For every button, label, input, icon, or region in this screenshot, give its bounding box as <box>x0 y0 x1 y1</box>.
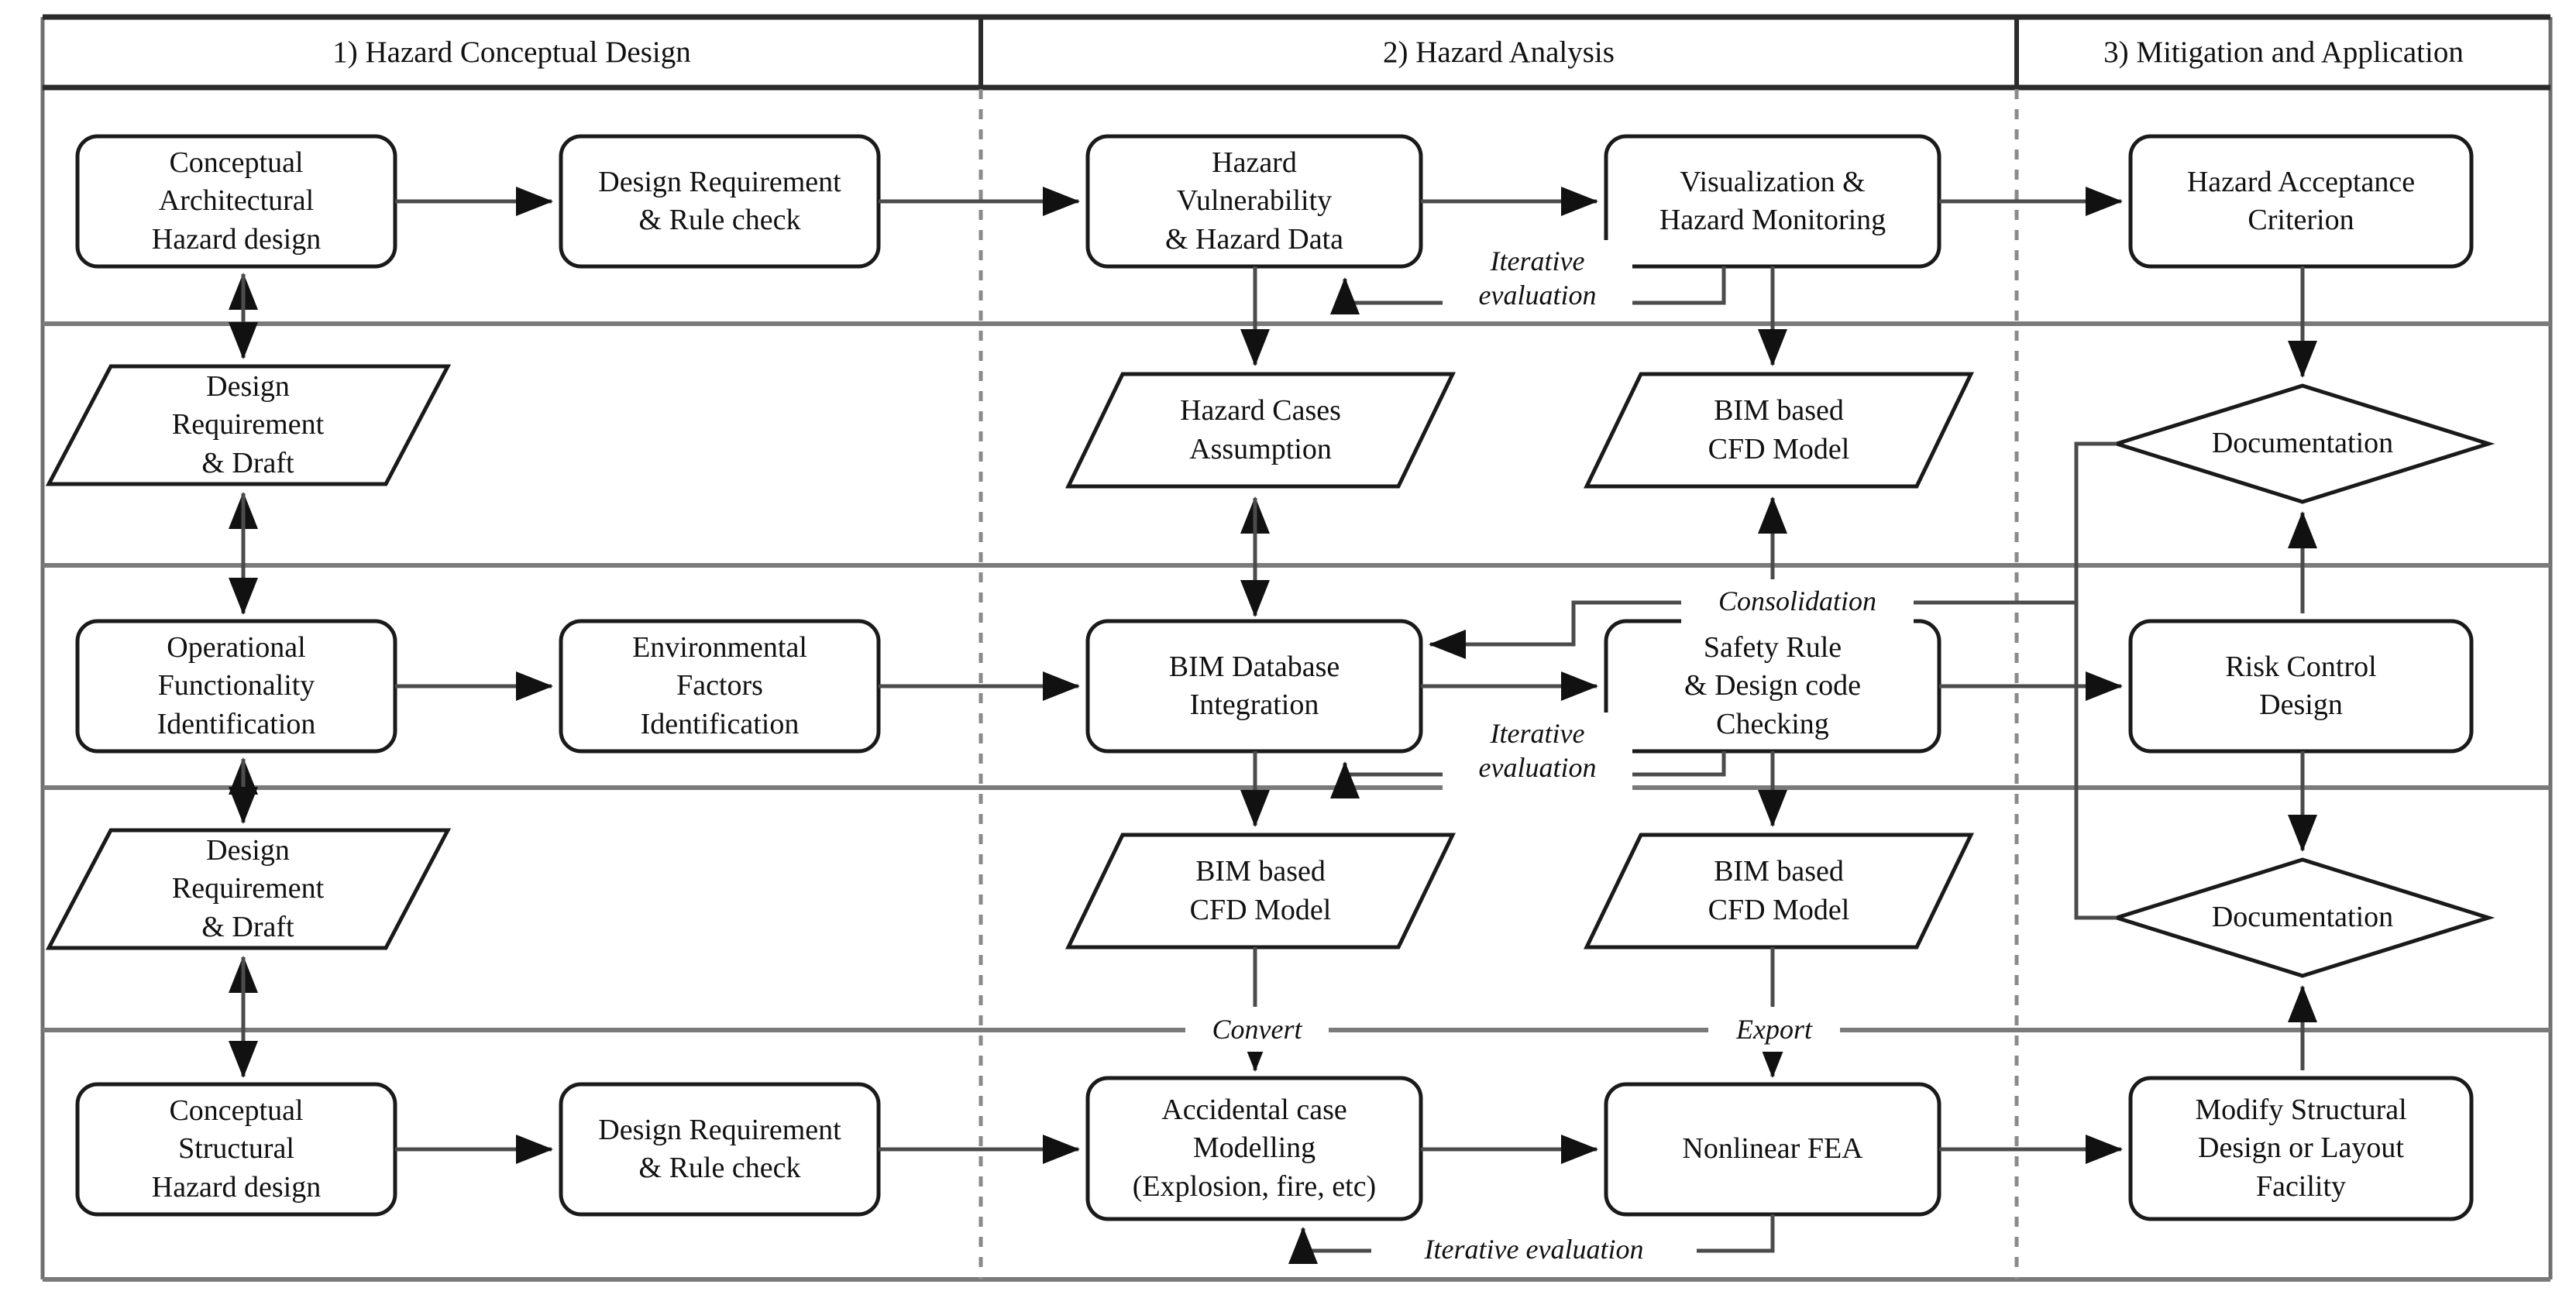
node-shapes <box>45 134 2495 1221</box>
node-r4c1-shape <box>45 828 452 950</box>
node-r2c3-shape <box>1065 372 1456 489</box>
node-r4c3-shape <box>1065 833 1456 949</box>
node-r1c1-shape <box>75 134 397 269</box>
connectors <box>228 187 2318 1264</box>
node-r5c1-shape <box>75 1082 397 1217</box>
node-r2c4-shape <box>1584 372 1974 489</box>
edge-label-iterative-3: Iterative evaluation <box>1371 1228 1697 1272</box>
node-r5c3-shape <box>1085 1076 1423 1221</box>
node-r5c2-shape <box>559 1082 881 1217</box>
phase-title-3: 3) Mitigation and Application <box>2103 36 2464 69</box>
node-r4c5-shape <box>2110 857 2495 978</box>
edge-label-convert: Convert <box>1185 1008 1329 1052</box>
node-r1c4-shape <box>1604 134 1941 269</box>
node-r3c5-shape <box>2128 619 2474 754</box>
edge-label-export: Export <box>1708 1008 1840 1052</box>
node-r2c1-shape <box>45 364 452 486</box>
node-r3c3-shape <box>1085 619 1423 754</box>
table-frame <box>40 14 2553 1282</box>
node-r5c5-shape <box>2128 1076 2474 1221</box>
edge-label-iterative-2: Iterative evaluation <box>1443 713 1632 790</box>
node-r1c2-shape <box>559 134 881 269</box>
edge-label-consolidation: Consolidation <box>1681 579 1914 624</box>
node-r3c1-shape <box>75 619 397 754</box>
edge-label-iterative-1: Iterative evaluation <box>1443 240 1632 318</box>
node-r1c3-shape <box>1085 134 1423 269</box>
node-r3c4-shape <box>1604 619 1941 754</box>
node-r4c4-shape <box>1584 833 1974 949</box>
node-r1c5-shape <box>2128 134 2474 269</box>
phase-title-1: 1) Hazard Conceptual Design <box>332 36 691 69</box>
node-r5c4-shape <box>1604 1082 1941 1217</box>
node-r2c5-shape <box>2110 383 2495 504</box>
node-r3c2-shape <box>559 619 881 754</box>
edge-documentation-trunk <box>2074 441 2117 920</box>
phase-title-2: 2) Hazard Analysis <box>1383 36 1615 69</box>
